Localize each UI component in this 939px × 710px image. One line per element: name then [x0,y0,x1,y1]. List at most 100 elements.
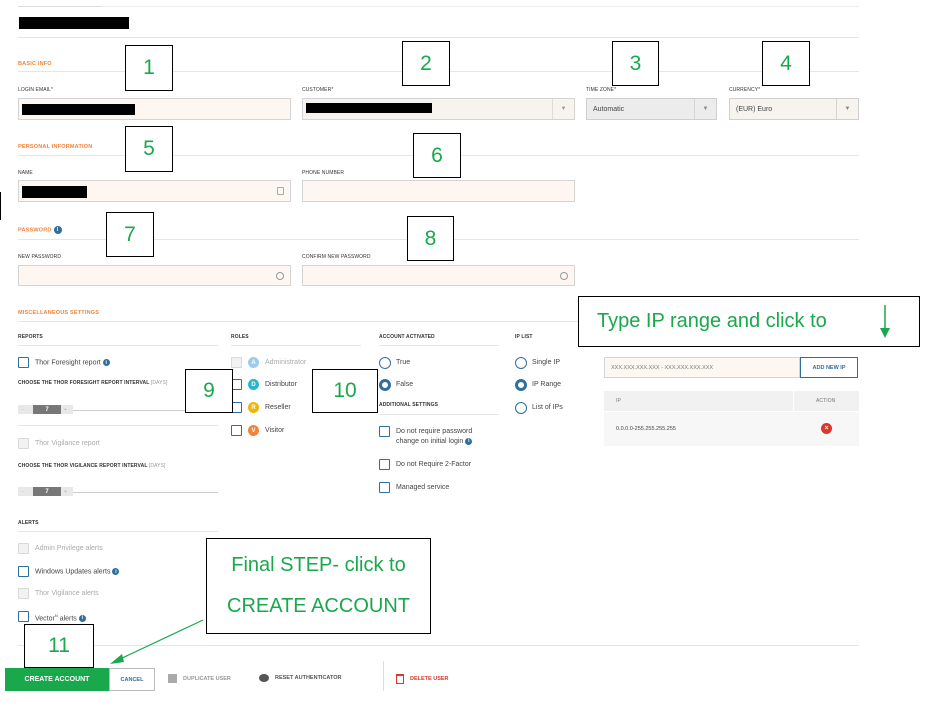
no-password-change-line2: change on initial login [396,438,464,445]
foresight-minus-text: - [22,406,24,413]
vigilance-report-checkbox[interactable] [18,438,29,449]
cancel-text: CANCEL [120,676,144,683]
additional-settings-title: ADDITIONAL SETTINGS [379,402,439,408]
customer-label: CUSTOMER* [302,87,334,93]
activated-true-radio[interactable] [379,357,391,369]
misc-settings-title: MISCELLANEOUS SETTINGS [18,310,100,316]
redacted-email [22,104,135,115]
top-divider [18,6,102,7]
ip-list-label: List of IPs [532,404,563,411]
password-title: PASSWORDi [18,226,62,234]
duplicate-icon [168,674,177,683]
ip-entry-value: 0.0.0.0-255.255.255.255 [616,426,676,432]
reset-authenticator-button[interactable]: RESET AUTHENTICATOR [259,674,342,682]
vector-alerts-checkbox[interactable] [18,611,29,622]
foresight-slider-value[interactable]: 7 [33,405,61,414]
delete-user-button[interactable]: DELETE USER [396,674,449,684]
eye-icon[interactable] [560,272,568,280]
no-password-change-checkbox[interactable] [379,426,390,437]
foresight-slider-track[interactable] [18,410,218,411]
callout-4: 4 [762,41,810,86]
down-arrow-head [880,328,890,338]
distributor-badge-icon: D [248,379,259,390]
activated-false-label: False [396,381,414,388]
duplicate-user-button[interactable]: DUPLICATE USER [168,674,231,683]
vigilance-interval-text: CHOOSE THE THOR VIGILANCE REPORT INTERVA… [18,463,148,469]
ip-hint-text: Type IP range and click to [597,310,827,332]
info-icon[interactable]: i [465,437,473,445]
cancel-button[interactable]: CANCEL [109,668,155,691]
vigilance-slider-plus[interactable]: + [61,487,73,496]
info-icon[interactable]: i [112,568,120,575]
reset-auth-text: RESET AUTHENTICATOR [275,675,342,681]
info-icon[interactable]: i [53,226,62,234]
login-email-label: LOGIN EMAIL* [18,87,54,93]
role-administrator-checkbox[interactable] [231,357,242,368]
admin-privilege-alerts-checkbox[interactable] [18,543,29,554]
vigilance-slider-minus[interactable]: - [18,487,33,496]
foresight-slider-plus[interactable]: + [61,405,73,414]
currency-select[interactable]: (EUR) Euro ▼ [729,98,859,120]
role-visitor-checkbox[interactable] [231,425,242,436]
vigilance-slider-track[interactable] [18,492,218,493]
chevron-down-icon: ▼ [836,99,858,119]
timezone-value: Automatic [593,105,625,113]
phone-field[interactable] [302,180,575,202]
info-icon[interactable]: i [78,614,86,622]
ip-single-radio[interactable] [515,357,527,369]
roles-title: ROLES [231,334,249,340]
trash-icon [396,674,404,684]
ip-hint-callout: Type IP range and click to [578,296,920,347]
foresight-interval-text: CHOOSE THE THOR FORESIGHT REPORT INTERVA… [18,380,150,386]
role-administrator-label: Administrator [265,359,307,366]
new-password-field[interactable] [18,265,291,286]
basic-info-title: BASIC INFO [18,61,52,67]
ip-range-input[interactable] [604,357,800,378]
ip-range-radio[interactable] [515,379,527,391]
vigilance-alerts-label: Thor Vigilance alerts [35,590,99,597]
managed-service-checkbox[interactable] [379,482,390,493]
eye-icon[interactable] [276,272,284,280]
vigilance-alerts-checkbox[interactable] [18,588,29,599]
add-new-ip-button[interactable]: ADD NEW IP [800,357,858,378]
header-divider [18,37,859,38]
action-column-divider [793,391,794,411]
no-2fa-label: Do not Require 2-Factor [396,461,472,468]
reports-divider [18,345,218,346]
contact-card-icon [277,187,284,195]
ip-list-radio[interactable] [515,402,527,414]
top-right-divider [102,6,859,7]
activated-false-radio[interactable] [379,379,391,391]
vigilance-slider-value[interactable]: 7 [33,487,61,496]
add-new-ip-text: ADD NEW IP [812,364,846,371]
phone-label: PHONE NUMBER [302,170,345,176]
foresight-report-checkbox[interactable] [18,357,29,368]
no-password-change-line1: Do not require password [396,428,473,435]
foresight-slider-minus[interactable]: - [18,405,33,414]
timezone-select[interactable]: Automatic ▼ [586,98,717,120]
confirm-password-field[interactable] [302,265,575,286]
alerts-divider [18,531,218,532]
ip-table-row: 0.0.0.0-255.255.255.255 × [604,412,859,446]
create-account-button[interactable]: CREATE ACCOUNT [5,668,109,691]
personal-info-title: PERSONAL INFORMATION [18,144,93,150]
windows-updates-alerts-checkbox[interactable] [18,566,29,577]
no-2fa-checkbox[interactable] [379,459,390,470]
callout-10: 10 [312,369,378,413]
info-icon[interactable]: i [102,359,110,366]
roles-divider [231,345,361,346]
new-password-label: NEW PASSWORD [18,254,62,260]
vigilance-interval-unit: [DAYS] [148,463,166,469]
delete-text: DELETE USER [410,676,449,682]
misc-settings-divider [18,321,578,322]
admin-privilege-alerts-label: Admin Privilege alerts [35,545,103,552]
callout-1: 1 [125,45,173,91]
delete-ip-icon[interactable]: × [821,423,832,434]
callout-2: 2 [402,41,450,86]
additional-settings-divider [379,414,499,415]
foresight-report-text: Thor Foresight report [35,359,101,367]
